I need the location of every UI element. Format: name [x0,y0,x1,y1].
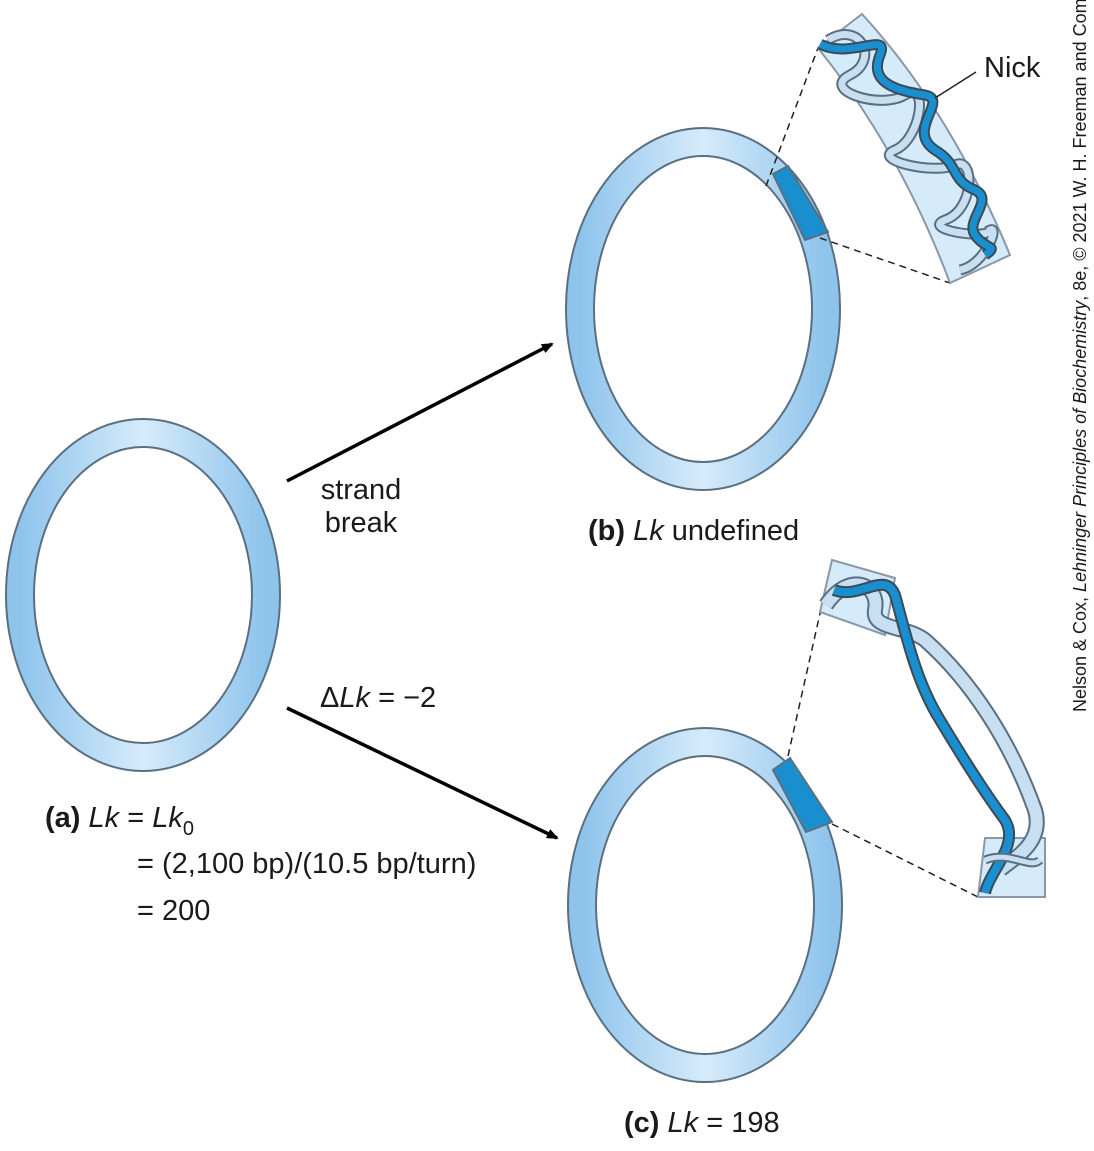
panel-a-caption-line2: = (2,100 bp)/(10.5 bp/turn) [137,848,477,880]
dna-circle-c [567,727,843,1083]
panel-a-caption-line1: (a) Lk = Lk0 [45,802,194,840]
strand-break-label: strand break [316,474,406,541]
panel-a-eq: = [119,802,153,834]
underwound-helix-inset [818,558,1046,898]
highlighted-segment-c [771,756,834,834]
panel-a-tag: (a) [45,802,81,834]
panel-b-caption: (b) Lk undefined [588,515,799,548]
arrow-strand-break [286,342,554,483]
strand-break-line2: break [324,507,398,540]
delta-lk-value: = −2 [370,682,437,714]
panel-a-lk0: Lk [152,802,183,834]
panel-c-caption: (c) Lk = 198 [624,1107,780,1140]
panel-a-lk0-sub: 0 [182,818,194,840]
strand-break-line1: strand [320,474,402,506]
panel-c-tag: (c) [624,1107,660,1139]
panel-a-lk: Lk [88,802,120,834]
copyright-credit: Nelson & Cox, Lehninger Principles of Bi… [1070,0,1091,712]
nick-leader-line [934,71,977,99]
credit-book: Lehninger Principles of Biochemistry [1070,300,1090,592]
highlighted-segment-b [771,164,830,242]
panel-c-lk: Lk [667,1107,699,1139]
dna-circle-b [565,127,841,491]
panel-b-lk: Lk [633,515,664,547]
dna-circle-a [5,418,281,772]
delta-lk-label: ΔLk = −2 [320,682,436,715]
panel-b-rest: undefined [663,515,800,547]
panel-b-tag: (b) [588,515,626,547]
zoom-lines-c [787,559,979,898]
credit-suffix: , 8e, © 2021 W. H. Freeman and Company [1070,0,1090,301]
panel-a-caption-line3: = 200 [137,895,211,927]
credit-prefix: Nelson & Cox, [1070,591,1090,712]
nicked-helix-inset [816,12,1012,285]
zoom-lines-b [765,47,951,284]
nick-label: Nick [984,52,1041,84]
delta-symbol: Δ [320,682,340,714]
arrow-delta-lk [286,706,559,840]
delta-lk-italic: Lk [339,682,371,714]
panel-c-rest: = 198 [698,1107,780,1139]
